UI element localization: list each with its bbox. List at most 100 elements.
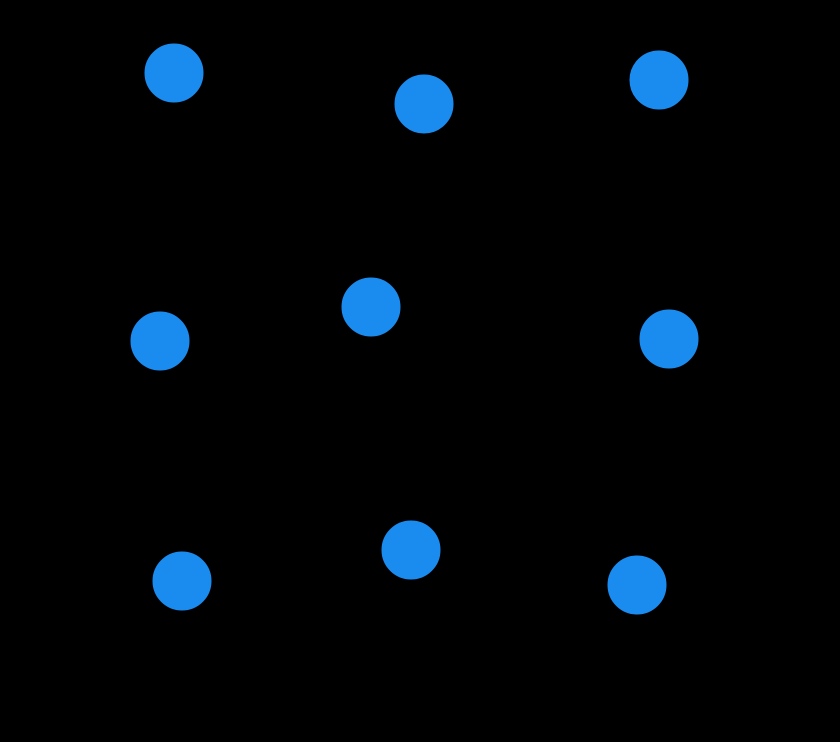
- arrow-head: [68, 57, 93, 76]
- node-n3: [626, 47, 692, 113]
- arrow-head: [374, 190, 393, 215]
- arrow-n3-down: [652, 119, 671, 197]
- arrow-head: [554, 73, 580, 92]
- arrow-n3-right: [698, 68, 775, 87]
- arrow-shaft: [657, 119, 665, 183]
- arrow-n4-down: [162, 378, 182, 452]
- node-n5: [338, 274, 404, 340]
- arrow-shaft: [405, 141, 420, 206]
- arrow-n8-left: [305, 543, 376, 562]
- arrow-shaft: [462, 92, 524, 104]
- arrow-shaft: [411, 306, 476, 321]
- arrow-head: [263, 69, 288, 88]
- arrow-head: [464, 308, 490, 326]
- arrow-n2-left: [318, 80, 388, 100]
- arrow-head: [175, 672, 194, 697]
- arrow-shaft: [70, 318, 126, 338]
- arrow-head: [394, 647, 413, 672]
- arrow-shaft: [168, 111, 174, 176]
- arrow-head: [76, 582, 102, 600]
- arrow-head: [643, 465, 661, 491]
- arrow-n1-left: [68, 57, 140, 76]
- arrow-n4-up: [154, 226, 173, 306]
- arrow-n7-left: [76, 574, 146, 600]
- arrow-n7-up: [172, 464, 191, 546]
- arrow-n6-down: [649, 377, 669, 448]
- arrow-head: [163, 426, 182, 452]
- arrow-shaft: [216, 72, 274, 82]
- arrow-shaft: [707, 334, 769, 342]
- arrow-shaft: [332, 85, 388, 100]
- arrow-head: [758, 328, 783, 347]
- node-n1: [141, 40, 207, 106]
- arrow-head: [564, 317, 589, 336]
- arrow-head: [399, 194, 418, 220]
- arrow-n8-down: [394, 588, 413, 672]
- arrow-shaft: [375, 345, 391, 408]
- arrow-shaft: [698, 74, 761, 82]
- arrow-shaft: [638, 623, 648, 686]
- arrow-head: [172, 464, 191, 489]
- arrow-head: [154, 226, 173, 251]
- arrow-head: [270, 560, 296, 578]
- arrow-n8-up: [392, 430, 410, 513]
- arrow-shaft: [398, 444, 410, 513]
- arrow-shaft: [89, 574, 146, 595]
- arrow-head: [305, 544, 331, 562]
- arrow-shaft: [319, 543, 376, 557]
- arrow-n8-right: [448, 553, 522, 573]
- arrow-shaft: [178, 478, 186, 546]
- arrow-n5-left: [266, 295, 336, 315]
- node-n4: [127, 308, 193, 374]
- arrow-shaft: [655, 377, 669, 434]
- node-n2: [391, 71, 457, 137]
- node-n6: [636, 306, 702, 372]
- arrow-n9-right: [675, 567, 750, 588]
- arrow-n7-down: [175, 620, 194, 697]
- arrow-shaft: [219, 565, 282, 582]
- arrow-n4-left: [56, 314, 126, 338]
- arrow-shaft: [280, 295, 336, 309]
- arrow-head: [318, 80, 344, 98]
- arrow-shaft: [160, 240, 166, 306]
- arrow-head: [750, 68, 775, 87]
- arrow-shaft: [568, 72, 622, 86]
- arrow-head: [56, 314, 82, 332]
- arrow-shaft: [538, 566, 602, 580]
- arrow-head: [652, 172, 671, 197]
- arrow-head: [378, 396, 397, 422]
- arrow-n5-right: [411, 306, 490, 326]
- arrow-shaft: [675, 573, 736, 588]
- arrow-shaft: [198, 333, 260, 348]
- arrow-n2-down: [399, 141, 420, 220]
- arrow-shaft: [400, 588, 410, 658]
- arrow-head: [649, 422, 668, 448]
- arrow-shaft: [162, 378, 177, 438]
- arrow-n7-right: [219, 560, 296, 582]
- arrow-head: [392, 430, 410, 455]
- arrow-head: [496, 554, 522, 573]
- arrow-n3-left: [554, 72, 622, 92]
- arrow-shaft: [178, 620, 188, 683]
- arrow-n6-right: [707, 328, 783, 347]
- arrow-n4-right: [198, 328, 274, 348]
- arrow-shaft: [376, 204, 387, 271]
- arrow-n1-down: [161, 111, 180, 190]
- arrow-head: [724, 567, 750, 586]
- arrow-shaft: [638, 479, 656, 548]
- node-n9: [604, 552, 670, 618]
- arrow-head: [161, 165, 180, 190]
- arrow-n6-left: [564, 317, 634, 336]
- arrow-n9-left: [524, 560, 602, 580]
- arrow-n5-up: [374, 190, 393, 271]
- arrow-n1-right: [216, 69, 288, 88]
- node-n7: [149, 548, 215, 614]
- arrow-n9-up: [638, 465, 661, 548]
- nodes-layer: [127, 40, 702, 618]
- arrow-head: [524, 560, 550, 579]
- arrow-shaft: [667, 232, 673, 301]
- arrow-head: [266, 296, 292, 315]
- arrow-n6-up: [661, 218, 680, 301]
- arrow-head: [248, 328, 274, 347]
